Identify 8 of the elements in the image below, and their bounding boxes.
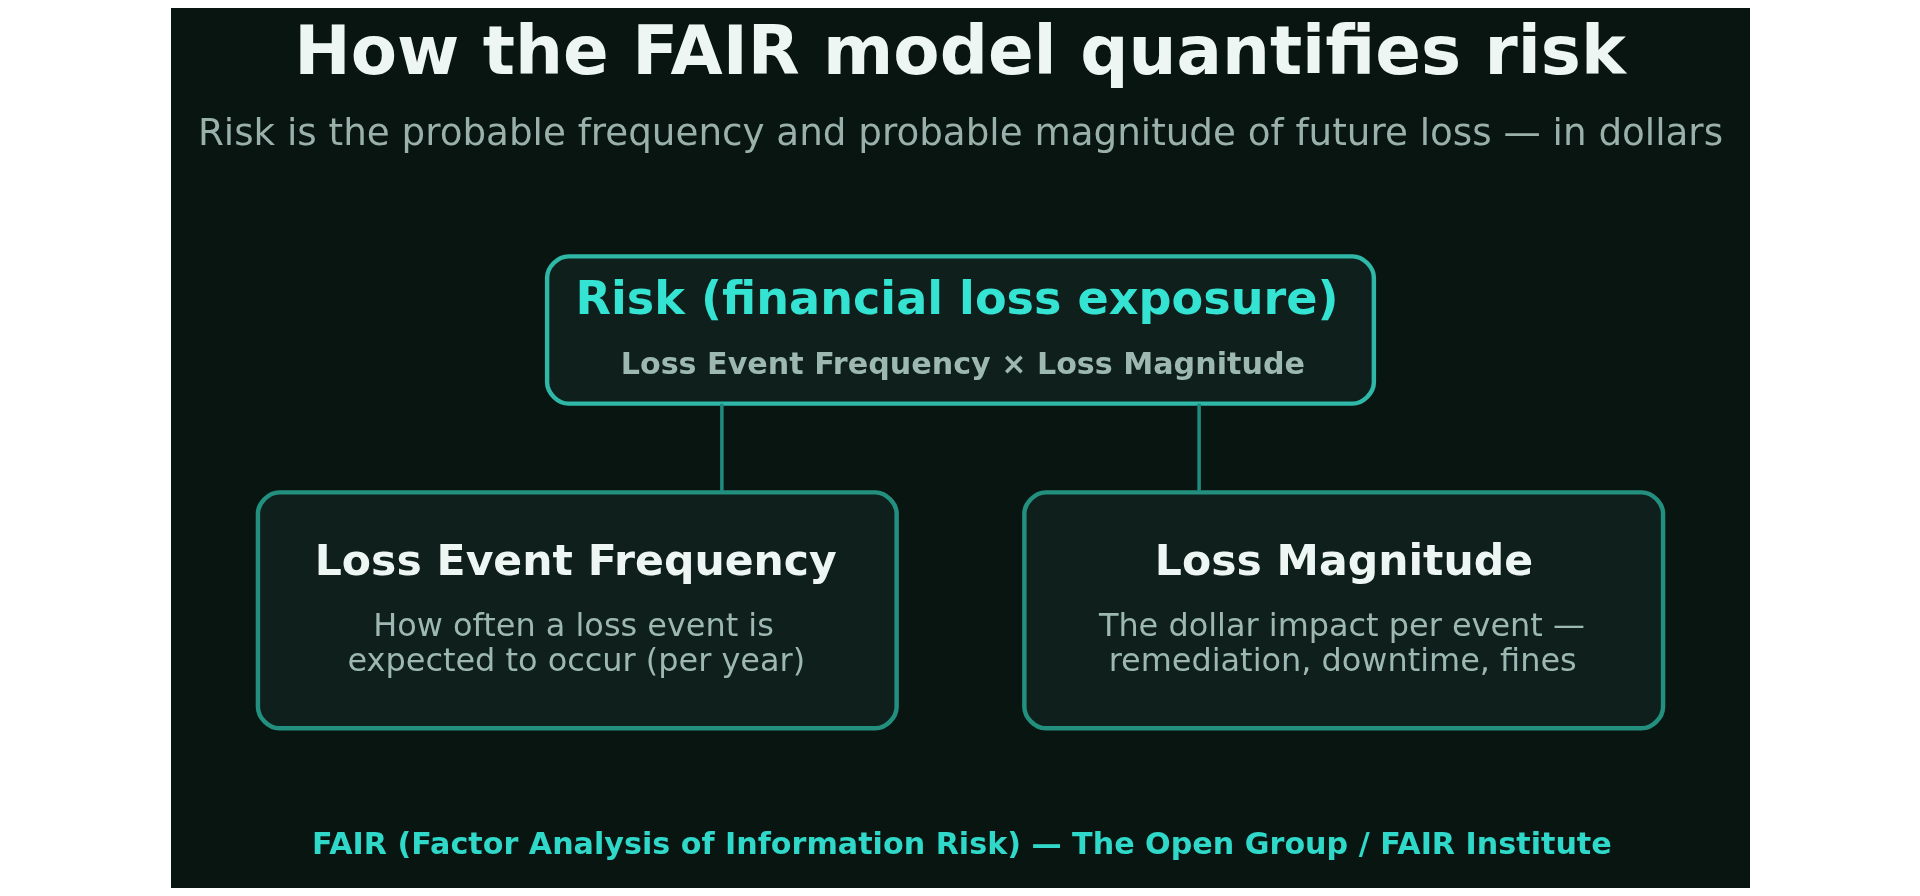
diagram-title: How the FAIR model quantifies risk xyxy=(293,11,1626,91)
connector xyxy=(1196,403,1201,493)
node-box: Loss Event Frequency How often a loss event is expected to occur (per year) xyxy=(255,490,899,731)
connector xyxy=(719,403,724,493)
node-box: Loss Magnitude The dollar impact per event — remediation, downtime, fines xyxy=(1021,490,1665,731)
caption: FAIR (Factor Analysis of Information Risk) — The Open Group / FAIR Institute xyxy=(311,826,1612,862)
node-box: Risk (financial loss exposure) Loss Event Frequency × Loss Magnitude xyxy=(544,254,1376,406)
label: Risk is the probable frequency and probable magnitude of future loss — in dollars xyxy=(197,110,1723,155)
